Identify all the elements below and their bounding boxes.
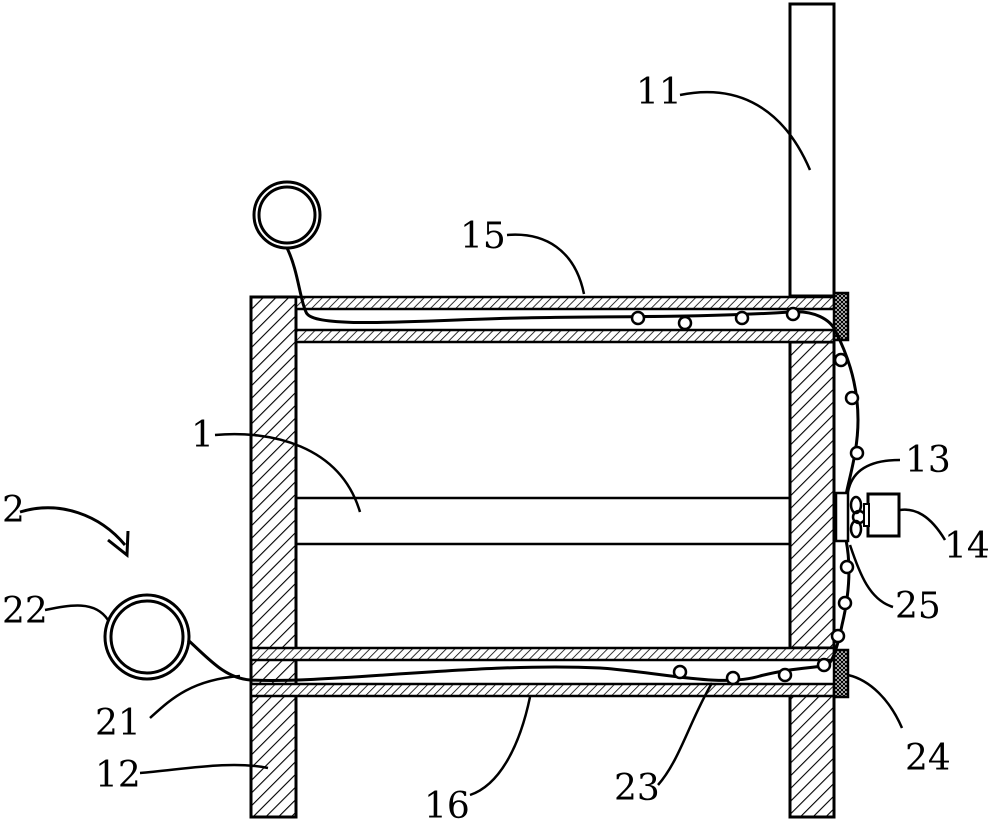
top-ring-outer (252, 180, 322, 250)
label-21: 21 (95, 703, 141, 744)
bead (734, 310, 750, 326)
bottom-channel-lower-plate (249, 682, 836, 698)
right-wall-lower (788, 693, 836, 819)
leader-1 (214, 432, 362, 513)
leader-25 (848, 544, 894, 609)
label-14: 14 (944, 526, 990, 567)
bottom-cable (186, 638, 829, 682)
top-cable-beads (630, 306, 801, 331)
bottom-channel-upper-plate (249, 646, 836, 662)
bead (837, 595, 853, 611)
label-16: 16 (424, 786, 470, 825)
leader-21 (149, 674, 241, 719)
vertical-post (788, 2, 836, 298)
bottom-ring-outer (103, 593, 191, 681)
leader-14 (899, 508, 947, 541)
top-channel-upper-plate (294, 295, 836, 311)
label-2: 2 (2, 490, 25, 531)
bead (725, 670, 741, 686)
label-15: 15 (460, 216, 506, 257)
label-23: 23 (614, 768, 660, 809)
bottom-ring-inner (109, 599, 185, 675)
bead (630, 310, 646, 326)
bottom-end-block (832, 648, 850, 699)
label-1: 1 (191, 415, 214, 456)
bead (849, 445, 865, 461)
bead (830, 628, 846, 644)
bottom-cable-beads (672, 657, 832, 686)
label-12: 12 (95, 755, 141, 796)
label-11: 11 (636, 72, 682, 113)
bead (672, 664, 688, 680)
top-cable (285, 247, 837, 331)
leader-15 (506, 233, 586, 295)
leader-11 (679, 91, 812, 171)
bead (833, 352, 849, 368)
right-cable (833, 329, 860, 496)
label-25: 25 (895, 586, 941, 627)
bead (777, 667, 793, 683)
leader-13 (846, 458, 901, 493)
connector-links (849, 495, 867, 539)
top-ring-inner (257, 185, 317, 245)
label-24: 24 (905, 738, 951, 779)
connector-neck (863, 503, 870, 527)
connector-box (866, 492, 901, 538)
leader-12 (139, 763, 269, 775)
bead (839, 559, 855, 575)
bead (677, 315, 693, 331)
leader-16 (469, 696, 532, 797)
bead (844, 390, 860, 406)
connector-plate (834, 491, 850, 543)
label-22: 22 (2, 591, 48, 632)
top-channel-lower-plate (294, 328, 836, 344)
left-wall (249, 295, 298, 819)
right-cable-beads (830, 352, 865, 644)
bead (785, 306, 801, 322)
leader-24 (847, 673, 904, 729)
leader-lines (44, 91, 947, 797)
arrow-2-curve (19, 506, 127, 546)
label-13: 13 (905, 440, 951, 481)
bead (816, 657, 832, 673)
leader-22 (44, 604, 110, 621)
right-wall-upper (788, 340, 836, 650)
leader-23 (657, 682, 714, 786)
arrow-2-head (107, 530, 130, 558)
